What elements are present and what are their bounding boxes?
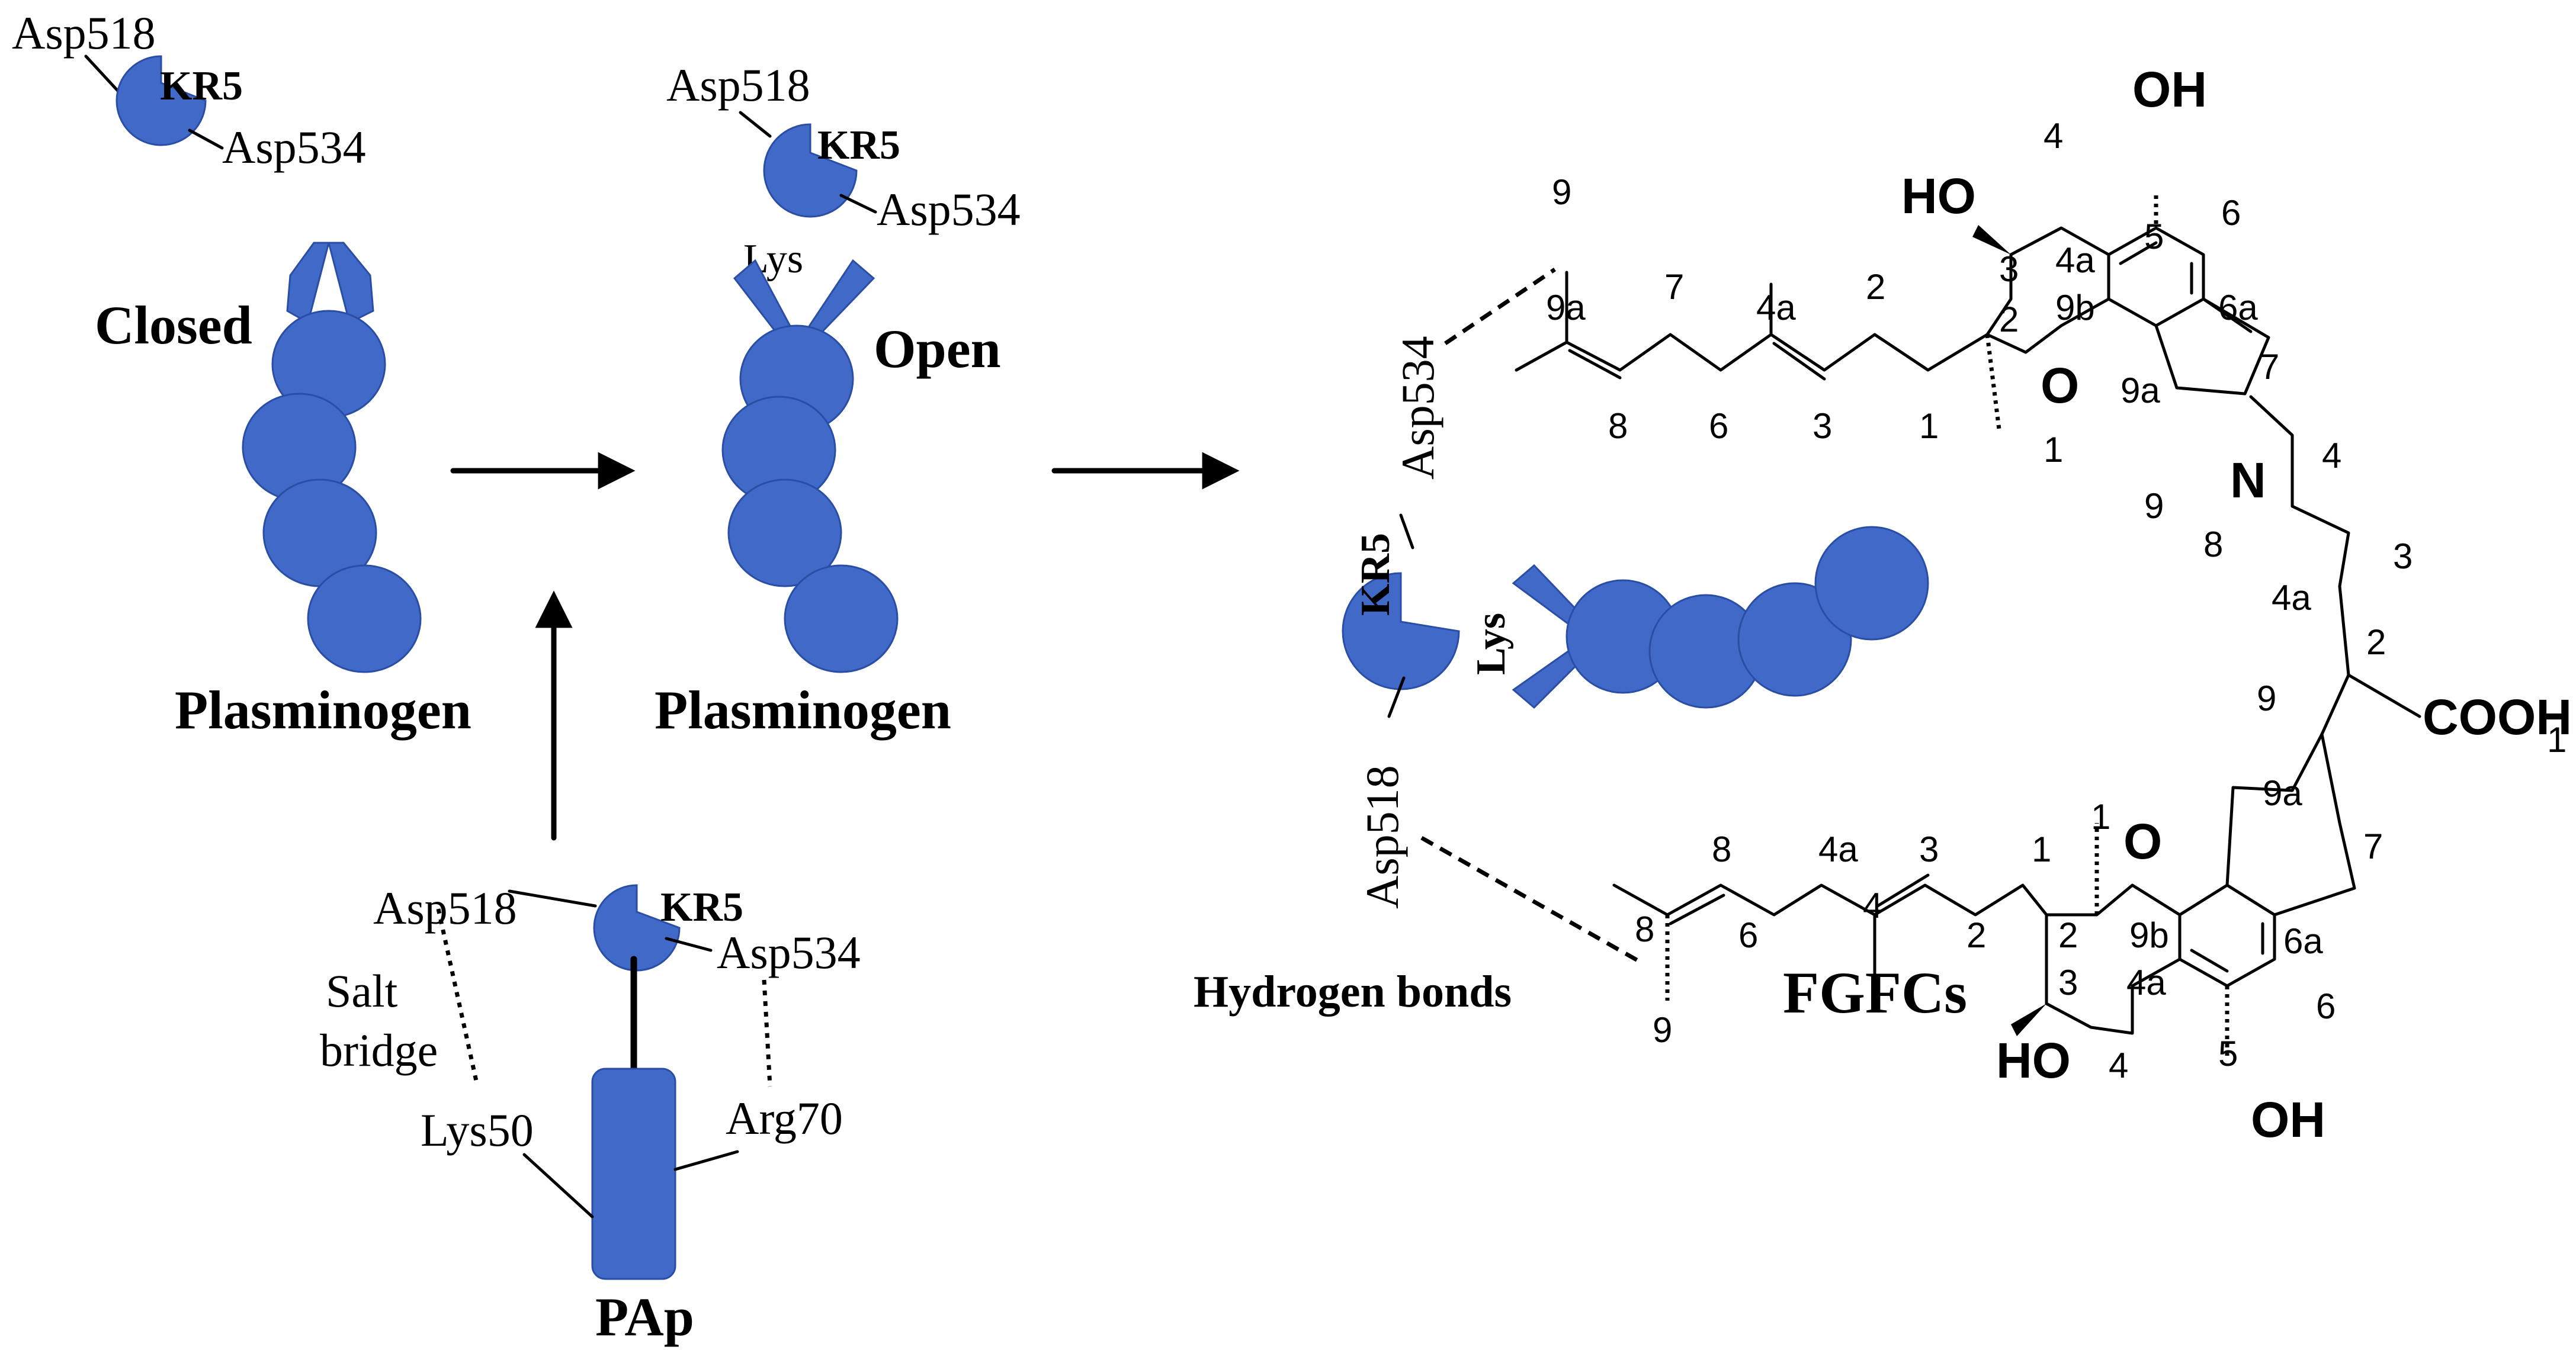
hydroxyl-label: HO <box>1996 1033 2071 1088</box>
locant-label: 1 <box>2091 797 2110 837</box>
fgfc-lower-unit: O HO OH 8 4a 3 1 8 9 6 4 2 1 2 3 9b 4a 4… <box>1612 679 2383 1148</box>
hydrogen-bonds-label: Hydrogen bonds <box>1194 967 1512 1017</box>
salt-bridge-label: Salt <box>326 965 398 1017</box>
locant-label: 1 <box>2044 430 2063 470</box>
locant-label: 7 <box>1664 267 1684 307</box>
locant-label: 5 <box>2144 217 2164 256</box>
locant-label: 2 <box>1866 267 1885 307</box>
locant-label: 5 <box>2218 1034 2238 1073</box>
closed-state-panel: Asp518 KR5 Asp534 Closed Plasminogen <box>12 7 471 740</box>
locant-label: 9a <box>1546 288 1586 327</box>
hydroxyl-label: OH <box>2132 62 2207 117</box>
plasminogen-bead-icon <box>307 564 422 673</box>
locant-label: 1 <box>2032 830 2051 869</box>
ring-oxygen-label: O <box>2123 814 2162 869</box>
kringle-domain-icon <box>1342 572 1460 690</box>
pap-label: PAp <box>595 1287 694 1347</box>
locant-label: 4a <box>2272 578 2311 618</box>
asp534-label: Asp534 <box>1392 336 1443 480</box>
locant-label: 2 <box>1999 300 2019 339</box>
pap-body-icon <box>591 1068 676 1280</box>
kr5-label: KR5 <box>160 63 243 109</box>
locant-label: 4a <box>2055 240 2095 280</box>
open-state-label: Open <box>874 319 1001 379</box>
locant-label: 3 <box>1999 249 2019 289</box>
locant-label: 4 <box>2109 1046 2128 1085</box>
locant-label: 6 <box>2316 986 2336 1026</box>
locant-label: 7 <box>2363 827 2383 866</box>
locant-label: 2 <box>2366 622 2386 662</box>
kr5-label: KR5 <box>1353 533 1398 616</box>
pap-panel: Asp518 KR5 Asp534 PAp Salt bridge Lys50 … <box>320 882 861 1347</box>
kr5-label: KR5 <box>817 123 900 168</box>
asp518-label: Asp518 <box>666 59 810 111</box>
locant-label: 6a <box>2283 921 2323 961</box>
kr5-label: KR5 <box>660 885 743 930</box>
locant-label: 8 <box>1712 830 1731 869</box>
locant-label: 4 <box>2322 436 2341 475</box>
locant-label: 6 <box>1738 915 1758 955</box>
plasminogen-open-label: Plasminogen <box>655 680 951 740</box>
hydroxyl-label: HO <box>1901 168 1976 224</box>
locant-label: 6 <box>1709 406 1728 446</box>
asp518-label: Asp518 <box>373 882 517 934</box>
closed-state-label: Closed <box>95 295 252 355</box>
plasminogen-bead-icon <box>1814 526 1929 641</box>
locant-label: 4 <box>2044 116 2063 156</box>
locant-label: 9 <box>2257 679 2276 718</box>
locant-label: 6 <box>2221 193 2241 233</box>
locant-label: 9b <box>2055 288 2095 327</box>
locant-label: 3 <box>1812 406 1832 446</box>
carboxyl-subscript: 1 <box>2547 720 2567 760</box>
fgfc-upper-unit: O N OH HO 9 9a 8 7 6 4a 3 2 1 2 3 4 4a 9… <box>1515 62 2413 677</box>
plasminogen-bead-icon <box>784 564 899 673</box>
kringle-domain-icon <box>116 55 207 146</box>
locant-label: 2 <box>1967 915 1986 955</box>
kringle-domain-icon <box>593 884 681 972</box>
closed-binding-site-icon <box>328 242 374 324</box>
hydroxyl-label: OH <box>2251 1092 2325 1148</box>
carboxyl-label: COOH <box>2423 689 2572 745</box>
locant-label: 1 <box>1919 406 1939 446</box>
locant-label: 4a <box>1818 830 1858 869</box>
locant-label: 9b <box>2129 915 2169 955</box>
locant-label: 9 <box>2144 486 2164 526</box>
locant-label: 9 <box>1552 172 1571 212</box>
locant-label: 8 <box>1608 406 1628 446</box>
ring-nitrogen-label: N <box>2230 452 2266 508</box>
locant-label: 9a <box>2121 371 2160 410</box>
locant-label: 3 <box>2058 963 2078 1002</box>
ring-oxygen-label: O <box>2041 358 2079 413</box>
plasminogen-bead-icon <box>727 478 842 587</box>
salt-bridge-label: bridge <box>320 1024 438 1076</box>
asp534-label: Asp534 <box>222 121 366 173</box>
locant-label: 6a <box>2218 288 2258 327</box>
asp534-label: Asp534 <box>877 184 1021 235</box>
closed-binding-site-icon <box>286 242 330 324</box>
complex-panel: KR5 Asp534 Asp518 Lys Hydrogen bonds FGF… <box>1194 62 2572 1148</box>
lys-label: Lys <box>1468 613 1514 675</box>
lys50-label: Lys50 <box>421 1104 534 1156</box>
open-state-panel: Asp518 KR5 Asp534 Lys Open Plasminogen <box>655 59 1021 740</box>
arg70-label: Arg70 <box>726 1092 843 1144</box>
locant-label: 3 <box>2393 536 2413 576</box>
locant-label: 9a <box>2263 773 2302 813</box>
locant-label: 8 <box>1635 909 1654 949</box>
locant-label: 4 <box>1863 886 1882 925</box>
locant-label: 8 <box>2203 525 2223 564</box>
asp534-label: Asp534 <box>717 927 861 978</box>
locant-label: 3 <box>1919 830 1939 869</box>
asp518-label: Asp518 <box>1356 765 1408 909</box>
locant-label: 7 <box>2260 347 2279 387</box>
locant-label: 4a <box>1756 288 1796 327</box>
locant-label: 9 <box>1653 1010 1672 1050</box>
plasminogen-closed-label: Plasminogen <box>175 680 471 740</box>
asp518-label: Asp518 <box>12 7 156 59</box>
locant-label: 4a <box>2126 963 2166 1002</box>
locant-label: 2 <box>2058 915 2078 955</box>
